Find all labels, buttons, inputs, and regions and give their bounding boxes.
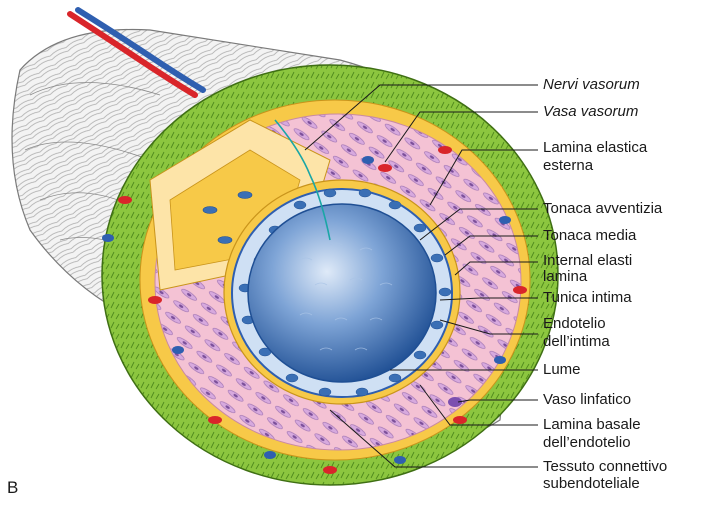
label-endotelio: Endotelio dell’intima [543, 315, 610, 351]
label-lume: Lume [543, 361, 581, 379]
label-tonaca-avventizia: Tonaca avventizia [543, 200, 662, 218]
label-lamina-basale: Lamina basale dell’endotelio [543, 416, 641, 452]
label-lamina-elastica-esterna: Lamina elastica esterna [543, 139, 647, 175]
label-tunica-intima: Tunica intima [543, 289, 632, 307]
label-vasa-vasorum: Vasa vasorum [543, 103, 638, 121]
panel-letter: B [7, 478, 18, 498]
label-tonaca-media: Tonaca media [543, 227, 636, 245]
label-vaso-linfatico: Vaso linfatico [543, 391, 631, 409]
label-internal-elasti-lamina: Internal elasti lamina [543, 253, 632, 285]
label-nervi-vasorum: Nervi vasorum [543, 76, 640, 94]
label-tessuto-connettivo: Tessuto connettivo subendoteliale [543, 458, 667, 492]
lumen [248, 204, 436, 382]
